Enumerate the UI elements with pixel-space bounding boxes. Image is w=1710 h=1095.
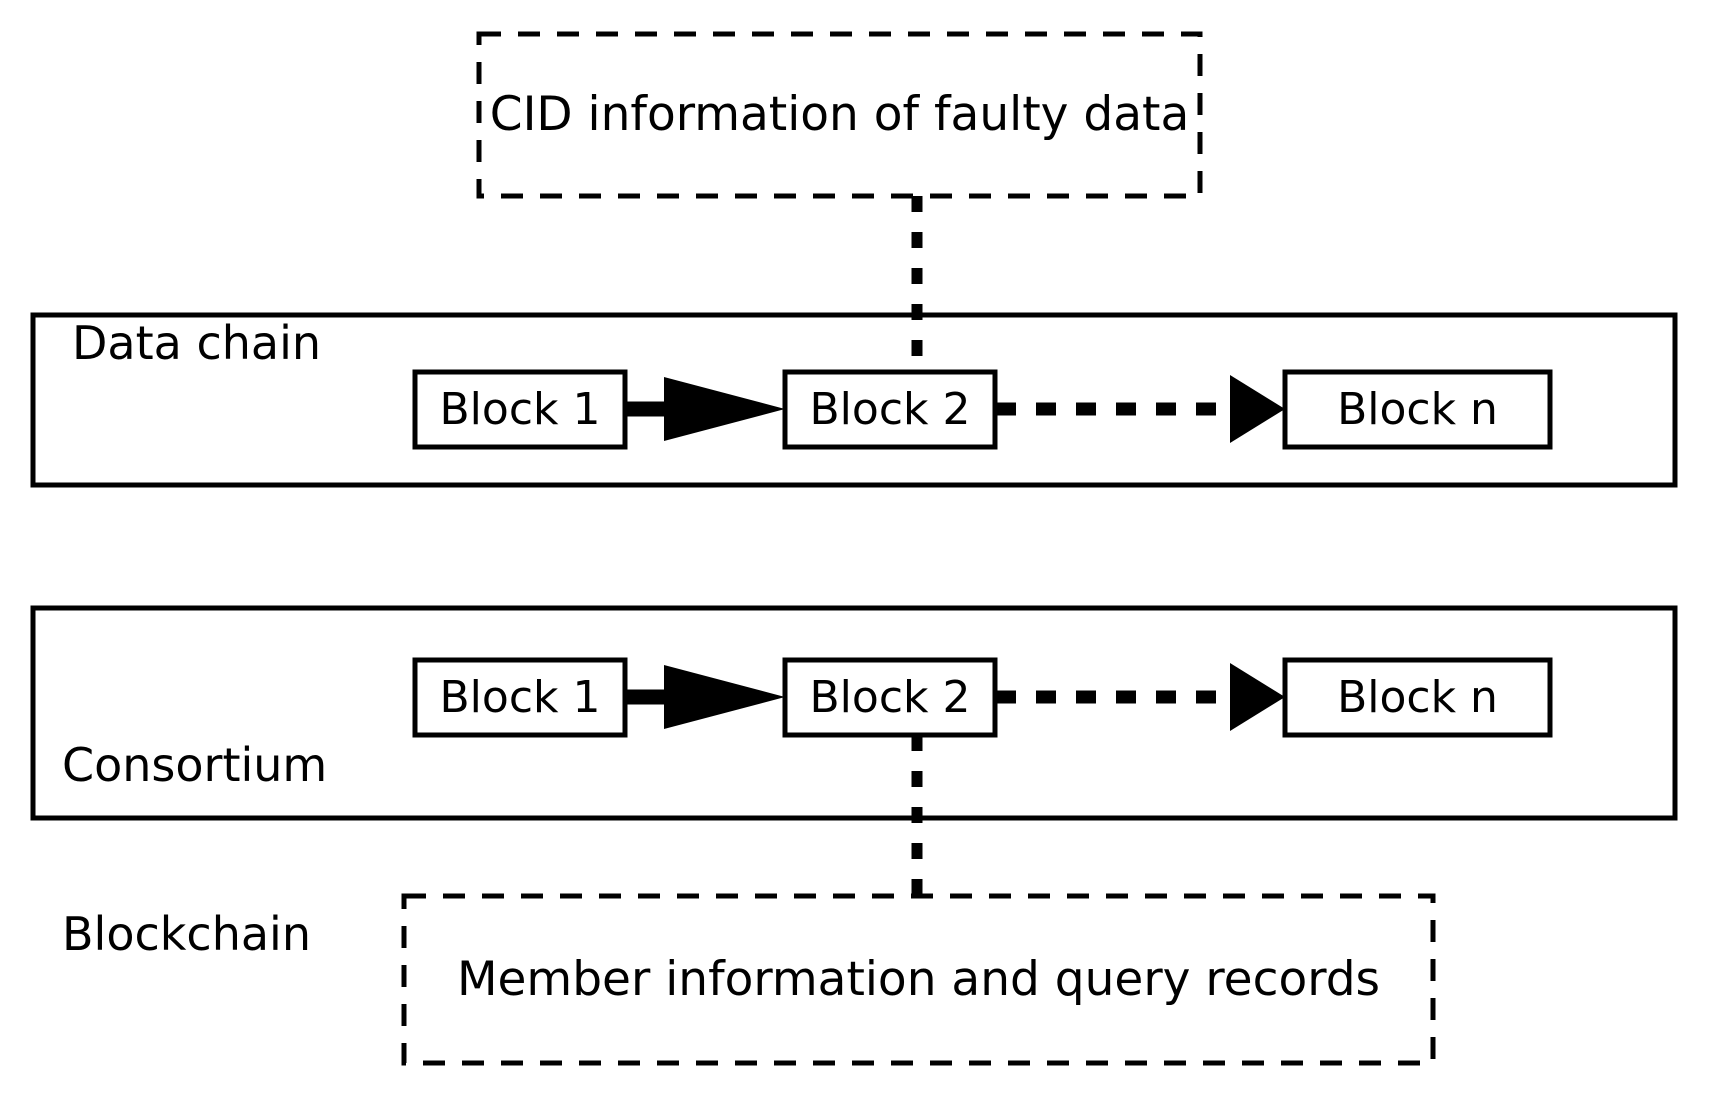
bottom-note-label: Member information and query records (456, 951, 1381, 1007)
data-chain-container (30, 312, 1678, 488)
data-chain-block-2-box (782, 369, 998, 450)
data-chain-block-n-box (1282, 369, 1553, 450)
consortium-chain-label-line-1: Consortium (62, 738, 328, 793)
consortium-chain-container (30, 605, 1678, 821)
consortium-chain-label-line-2: Blockchain (62, 906, 311, 961)
data-chain-block-2-label: Block 2 (809, 383, 971, 435)
top-note-box (476, 31, 1203, 199)
consortium-arrow-dashed (996, 663, 1285, 731)
data-chain-arrow-dashed (996, 375, 1285, 443)
data-chain-arrow-solid (625, 377, 785, 441)
consortium-block-1-label: Block 1 (439, 671, 601, 723)
bottom-note-box (401, 893, 1436, 1066)
consortium-block-2-label: Block 2 (809, 671, 971, 723)
data-chain-block-n-label: Block n (1337, 383, 1498, 435)
top-note-label: CID information of faulty data (489, 87, 1190, 143)
consortium-block-n-label: Block n (1337, 671, 1498, 723)
consortium-block-2-box (782, 657, 998, 738)
consortium-chain-label: Consortium Blockchain (62, 625, 392, 1074)
data-chain-block-1-label: Block 1 (439, 383, 601, 435)
data-chain-label: Data chain (72, 316, 322, 370)
consortium-block-n-box (1282, 657, 1553, 738)
consortium-arrow-solid (625, 665, 785, 729)
